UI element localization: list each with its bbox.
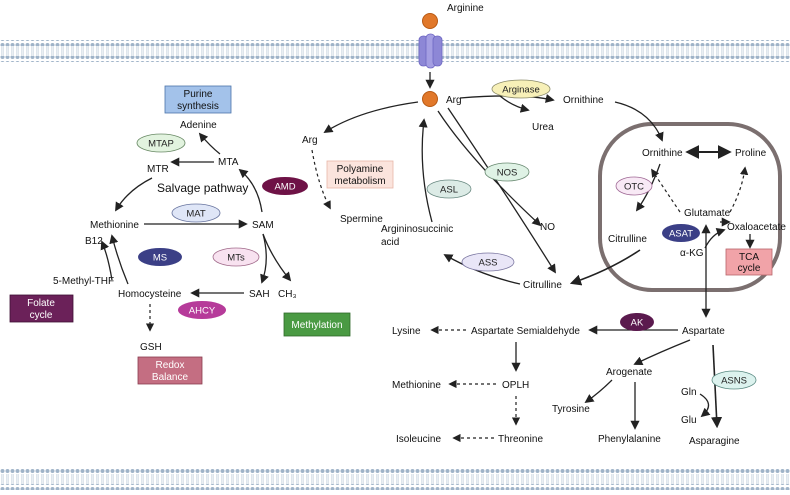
svg-text:MTs: MTs [227, 253, 245, 264]
enzyme-ak: AK [620, 313, 654, 331]
label-citrulline-mito: Citrulline [608, 234, 647, 245]
svg-text:MAT: MAT [186, 209, 206, 220]
enzyme-nos: NOS [484, 162, 530, 182]
svg-text:Folate: Folate [27, 298, 55, 309]
svg-text:AK: AK [631, 318, 644, 329]
box-purine-synthesis: Purine synthesis [164, 85, 232, 114]
svg-text:ASL: ASL [440, 185, 458, 196]
svg-text:AHCY: AHCY [189, 306, 216, 317]
enzyme-mts: MTs [212, 247, 260, 267]
svg-text:NOS: NOS [497, 168, 518, 179]
svg-text:ASNS: ASNS [721, 376, 747, 387]
svg-text:synthesis: synthesis [177, 101, 219, 112]
label-homocysteine: Homocysteine [118, 289, 182, 300]
enzyme-otc: OTC [615, 176, 653, 196]
svg-text:Arginase: Arginase [502, 85, 540, 96]
svg-text:Polyamine: Polyamine [337, 164, 384, 175]
enzyme-asns: ASNS [711, 370, 757, 390]
enzyme-asl: ASL [426, 179, 472, 199]
svg-text:OTC: OTC [624, 182, 644, 193]
label-b12: B12 [85, 236, 103, 247]
label-aspartate: Aspartate [682, 326, 725, 337]
label-gsh: GSH [140, 342, 162, 353]
label-arg-left: Arg [302, 135, 318, 146]
label-lysine: Lysine [392, 326, 421, 337]
label-mtr: MTR [147, 164, 169, 175]
svg-text:cycle: cycle [30, 310, 53, 321]
label-mta: MTA [218, 157, 239, 168]
enzyme-mtap: MTAP [136, 133, 186, 153]
svg-text:ASAT: ASAT [669, 229, 693, 240]
label-argsucc-2: acid [381, 237, 399, 248]
svg-text:metabolism: metabolism [334, 176, 385, 187]
mitochondrion [598, 122, 782, 292]
svg-text:Balance: Balance [152, 372, 189, 383]
top-membrane [0, 40, 790, 62]
label-argsucc-1: Argininosuccinic [381, 224, 453, 235]
enzyme-asat: ASAT [662, 224, 700, 242]
arg-molecule-icon [422, 91, 438, 107]
label-no: NO [540, 222, 555, 233]
svg-text:MS: MS [153, 253, 167, 264]
label-citrulline: Citrulline [523, 280, 562, 291]
label-sam: SAM [252, 220, 274, 231]
svg-text:MTAP: MTAP [148, 139, 174, 150]
label-ch3: CH₃ [278, 289, 297, 300]
label-asparagine: Asparagine [689, 436, 740, 447]
label-adenine: Adenine [180, 120, 217, 131]
label-glu: Glu [681, 415, 697, 426]
enzyme-ass: ASS [461, 252, 515, 272]
label-asp-semialdehyde: Aspartate Semialdehyde [471, 326, 580, 337]
enzyme-ahcy: AHCY [178, 301, 226, 319]
arginine-transporter-icon [418, 33, 443, 69]
box-folate-cycle: Folate cycle [9, 294, 74, 323]
label-sah: SAH [249, 289, 270, 300]
label-gln: Gln [681, 387, 697, 398]
box-tca-cycle: TCA cycle [725, 248, 773, 276]
label-tyrosine: Tyrosine [552, 404, 590, 415]
arginine-molecule-icon [422, 13, 438, 29]
label-oplh: OPLH [502, 380, 529, 391]
label-akg: α-KG [680, 248, 704, 259]
svg-text:ASS: ASS [478, 258, 497, 269]
label-methionine-b: Methionine [392, 380, 441, 391]
label-arginine: Arginine [447, 3, 484, 14]
label-spermine: Spermine [340, 214, 383, 225]
enzyme-mat: MAT [171, 203, 221, 223]
label-arogenate: Arogenate [606, 367, 653, 378]
label-methionine: Methionine [90, 220, 139, 231]
svg-text:Methylation: Methylation [291, 320, 342, 331]
label-salvage: Salvage pathway [157, 181, 248, 195]
bottom-membrane [0, 468, 790, 490]
label-proline: Proline [735, 148, 767, 159]
label-arg-main: Arg [446, 95, 462, 106]
box-methylation: Methylation [283, 312, 351, 337]
label-isoleucine: Isoleucine [396, 434, 441, 445]
svg-text:TCA: TCA [739, 252, 759, 263]
label-urea: Urea [532, 122, 554, 133]
label-ornithine-mito: Ornithine [642, 148, 683, 159]
label-methylthf: 5-Methyl-THF [53, 276, 114, 287]
label-phenylalanine: Phenylalanine [598, 434, 661, 445]
svg-text:cycle: cycle [738, 263, 761, 274]
enzyme-ms: MS [138, 248, 182, 266]
label-ornithine-top: Ornithine [563, 95, 604, 106]
enzyme-amd: AMD [262, 177, 308, 195]
svg-text:Purine: Purine [184, 89, 213, 100]
label-oxaloacetate: Oxaloacetate [727, 222, 786, 233]
box-polyamine-metabolism: Polyamine metabolism [326, 160, 394, 189]
label-threonine: Threonine [498, 434, 543, 445]
label-glutamate: Glutamate [684, 208, 731, 219]
enzyme-arginase: Arginase [491, 79, 551, 99]
svg-text:AMD: AMD [274, 182, 295, 193]
box-redox-balance: Redox Balance [137, 356, 203, 385]
svg-text:Redox: Redox [156, 360, 185, 371]
